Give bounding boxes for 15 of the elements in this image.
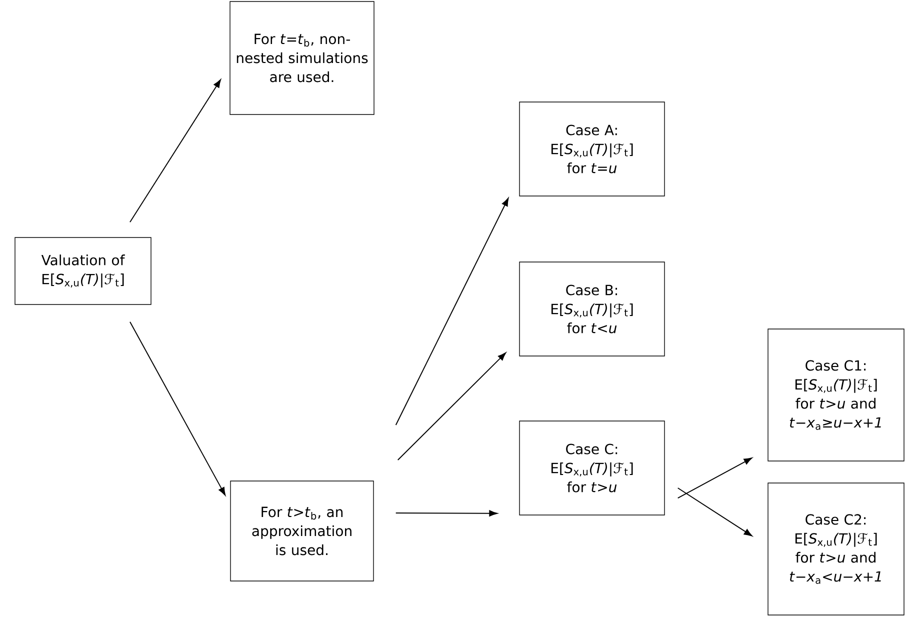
- arrow: [130, 79, 221, 223]
- process-box: For t>t$_{b}$, an approximation is used.: [230, 480, 374, 582]
- arrow: [395, 510, 498, 516]
- process-box: Case C2: E[S$_{x,u}$(T)|ℱ$_{t}$] for t>u and t−x$_{a}$<u−x+1: [768, 482, 904, 616]
- process-box: Case C: E[S$_{x,u}$(T)|ℱ$_{t}$] for t>u: [519, 420, 665, 516]
- process-box: Case B: E[S$_{x,u}$(T)|ℱ$_{t}$] for t<u: [519, 262, 665, 356]
- arrow: [677, 488, 752, 536]
- process-box: Case C1: E[S$_{x,u}$(T)|ℱ$_{t}$] for t>u and t−x$_{a}$≥u−x+1: [768, 328, 904, 462]
- process-box: For t=t$_{b}$, non-nested simulations are used.: [230, 1, 374, 115]
- arrow: [397, 352, 506, 460]
- process-box: Case A: E[S$_{x,u}$(T)|ℱ$_{t}$] for t=u: [519, 102, 665, 196]
- arrow: [130, 321, 226, 496]
- arrow: [395, 198, 509, 426]
- process-box: Valuation of E[S$_{x,u}$(T)|ℱ$_{t}$]: [14, 237, 152, 305]
- arrow: [677, 458, 752, 498]
